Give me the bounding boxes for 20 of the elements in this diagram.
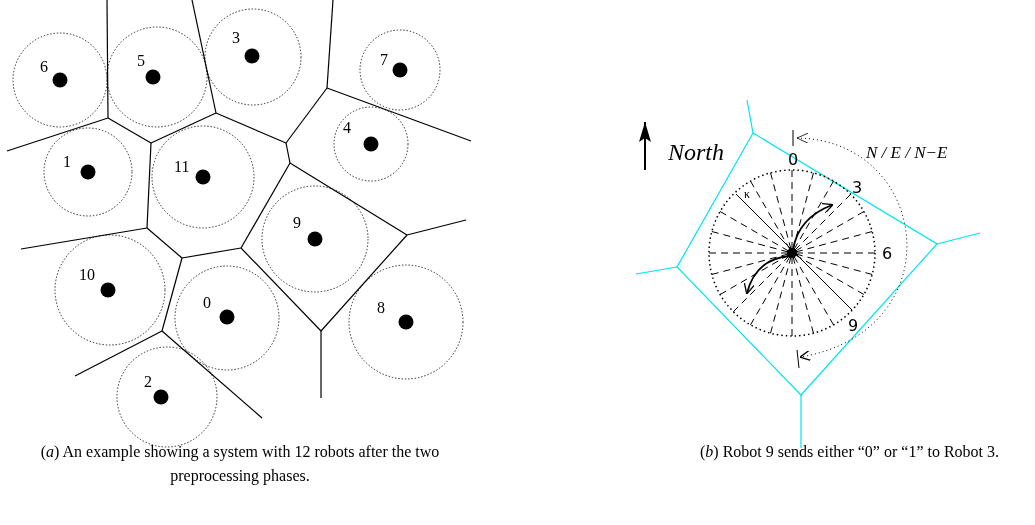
robot-number: 6 (40, 59, 48, 75)
robot-number: 4 (343, 120, 351, 136)
figure-caption: (b) Robot 9 sends either “0” or “1” to Robot 3. (700, 442, 1000, 463)
robot-number: 0 (203, 295, 211, 311)
dial-number: 6 (882, 246, 893, 262)
robot-number: 1 (63, 154, 71, 170)
robot-number: 2 (144, 374, 152, 390)
robot-number: 9 (293, 215, 301, 231)
robot-number: 10 (79, 267, 95, 283)
robot-number: 8 (377, 300, 385, 316)
robot-number: 7 (380, 52, 388, 68)
figure-caption: (a) An example showing a system with 12 robots after the two preprocessing phases. (39, 442, 441, 487)
dial-number: 3 (852, 180, 863, 196)
robot-number: 11 (174, 159, 190, 175)
robot-number: 5 (137, 53, 145, 69)
direction-label: N / E / N−E (866, 144, 948, 161)
robot-number: 3 (232, 30, 240, 46)
direction-label: North (668, 140, 724, 164)
dial-symbol: κ (744, 188, 751, 200)
dial-number: 9 (848, 318, 859, 334)
